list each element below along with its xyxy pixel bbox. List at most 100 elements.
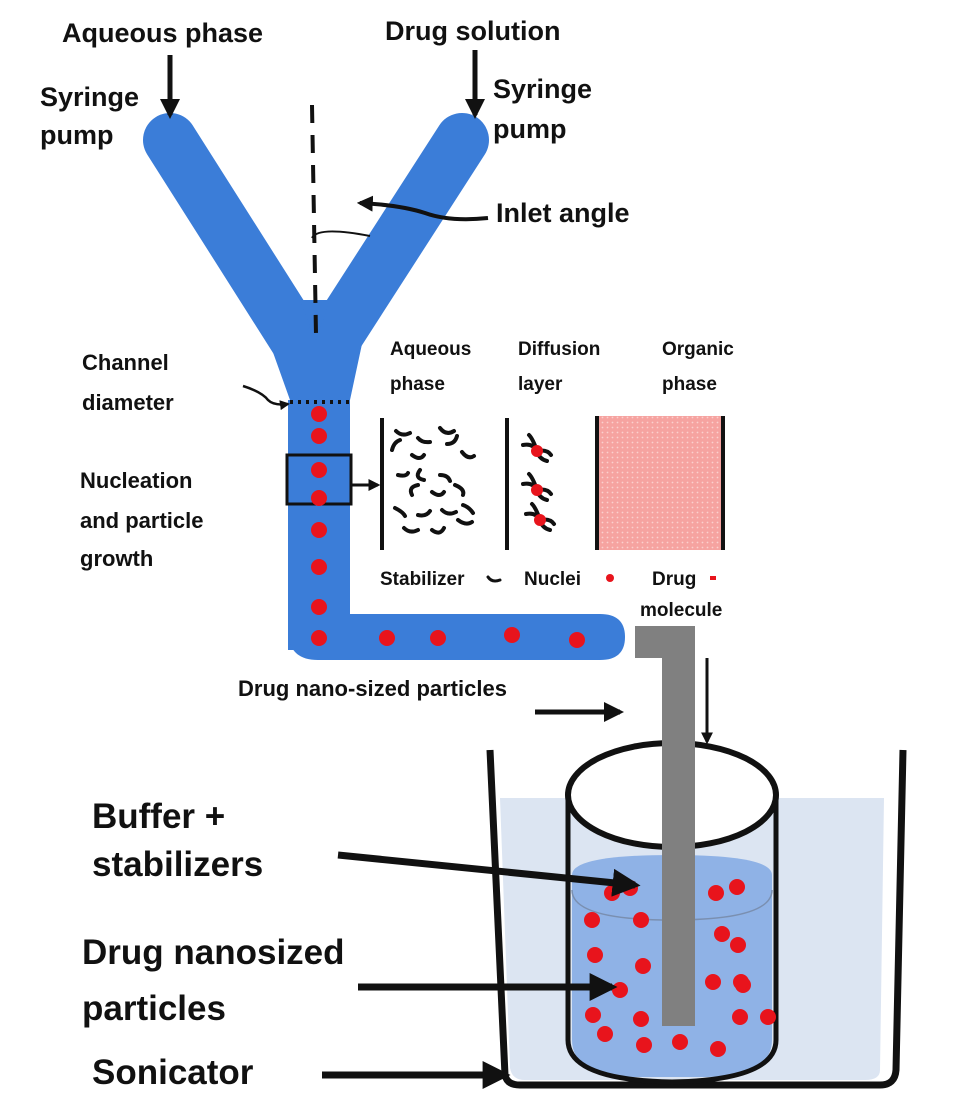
nucleus	[531, 445, 543, 457]
left-syringe-pump-label: Syringe	[40, 82, 139, 112]
stabilizer-molecule	[430, 490, 446, 497]
stabilizer-molecule	[390, 438, 402, 452]
nanoparticle	[633, 1011, 649, 1027]
nanoparticle	[311, 522, 327, 538]
nucleus	[531, 484, 543, 496]
vial-body	[565, 795, 779, 1085]
inlet-angle-arrow	[356, 195, 489, 222]
stabilizer-molecule	[445, 434, 459, 446]
organic-phase-block	[597, 416, 723, 550]
junction	[265, 330, 365, 400]
stabilizer-molecule	[453, 483, 466, 497]
channel-particles	[311, 406, 585, 648]
stabilizer-molecule	[408, 483, 420, 497]
stabilizer-legend-icon	[486, 575, 502, 583]
y-channel	[143, 113, 625, 660]
buffer-label-2: stabilizers	[92, 845, 263, 884]
drug-molecule-legend-icon	[710, 576, 716, 580]
left-inlet-arm	[143, 113, 327, 372]
inlet-angle-label: Inlet angle	[496, 198, 630, 228]
stabilizer-molecule	[440, 508, 458, 516]
channel-diameter-label: Channel	[82, 350, 169, 375]
stabilizer-molecules	[390, 426, 476, 535]
inset-aqueous-label: Aqueous	[390, 339, 471, 360]
nanoparticle	[729, 879, 745, 895]
nanoparticle	[635, 958, 651, 974]
drug-legend-label: Drug	[652, 569, 696, 590]
drug-legend-label-2: molecule	[640, 600, 722, 621]
channel-diameter-pointer	[242, 384, 290, 411]
nano-particles-label: Drug nano-sized particles	[238, 676, 507, 701]
right-syringe-pump-label: Syringe	[493, 74, 592, 104]
inset-organic-label-2: phase	[662, 374, 717, 395]
stabilizer-legend-label: Stabilizer	[380, 569, 465, 590]
buffer-arrow	[337, 851, 641, 897]
stabilizer-molecule	[438, 426, 456, 435]
outlet-channel	[288, 600, 625, 660]
drug-nanosized-label: Drug nanosized	[82, 933, 345, 972]
right-inlet-arm	[303, 113, 489, 372]
right-syringe-pump-label-2: pump	[493, 114, 567, 144]
stabilizer-molecule	[415, 468, 426, 482]
nanoparticle	[612, 982, 628, 998]
nanoparticle	[311, 630, 327, 646]
inset-diffusion-label-2: layer	[518, 374, 563, 395]
stabilizer-molecule	[416, 509, 432, 518]
angle-arc	[311, 230, 371, 239]
nanoparticle	[585, 1007, 601, 1023]
nanoparticle	[636, 1037, 652, 1053]
stabilizer-molecule	[461, 503, 475, 515]
nanoparticle	[587, 947, 603, 963]
nanoparticle	[760, 1009, 776, 1025]
nanoparticle	[311, 599, 327, 615]
nanoparticle	[311, 559, 327, 575]
nanoparticle	[430, 630, 446, 646]
nucleation-label-3: growth	[80, 546, 153, 571]
stabilizer-molecule	[393, 506, 407, 518]
nucleus	[534, 514, 546, 526]
left-syringe-pump-label-2: pump	[40, 120, 114, 150]
nucleation-label-2: and particle	[80, 508, 203, 533]
sonicator-probe	[662, 626, 695, 1026]
nanoparticle	[633, 912, 649, 928]
stabilizer-molecule	[394, 429, 412, 437]
nanoparticle	[311, 490, 327, 506]
inset-aqueous-label-2: phase	[390, 374, 445, 395]
nanoparticle	[708, 885, 724, 901]
drug-nanosized-label-2: particles	[82, 989, 226, 1028]
channel-diameter-label-2: diameter	[82, 390, 174, 415]
stabilizer-molecule	[430, 526, 446, 535]
vial-particles	[584, 879, 776, 1057]
stabilizer-molecule	[396, 471, 410, 478]
stabilizer-molecule	[416, 436, 432, 445]
nanoparticle	[597, 1026, 613, 1042]
nanoparticle	[730, 937, 746, 953]
nuclei-legend-label: Nuclei	[524, 569, 581, 590]
nanoparticle	[379, 630, 395, 646]
inset-organic-label: Organic	[662, 339, 734, 360]
phase-inset	[380, 416, 725, 583]
nanoparticle	[705, 974, 721, 990]
nanoparticle	[504, 627, 520, 643]
nanoparticle	[604, 885, 620, 901]
sonicator-label: Sonicator	[92, 1053, 254, 1092]
nanoparticle	[733, 974, 749, 990]
inset-diffusion-label: Diffusion	[518, 339, 600, 360]
stabilizer-molecule	[438, 473, 452, 483]
center-axis-dashed	[310, 104, 318, 336]
nanoparticle	[569, 632, 585, 648]
stabilizer-molecule	[456, 518, 474, 526]
buffer-label: Buffer +	[92, 797, 225, 836]
nanoparticle	[732, 1009, 748, 1025]
nucleation-label: Nucleation	[80, 468, 192, 493]
aqueous-phase-label: Aqueous phase	[62, 18, 263, 48]
nanoparticle	[710, 1041, 726, 1057]
stabilizer-molecule	[410, 453, 426, 460]
nanoparticle	[714, 926, 730, 942]
nanoparticle	[584, 912, 600, 928]
nuclei-legend-icon	[606, 574, 614, 582]
stabilizer-molecule	[460, 450, 476, 460]
nanoparticle	[311, 428, 327, 444]
nanoparticle	[311, 462, 327, 478]
